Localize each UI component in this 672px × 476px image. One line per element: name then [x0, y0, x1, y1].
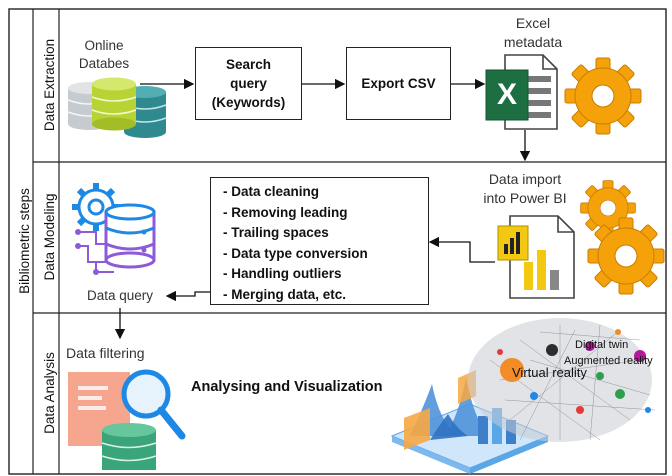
excel-label-line-1: Excel [515, 15, 551, 31]
query-database [104, 203, 156, 269]
import-label-line-1: Data import [488, 171, 562, 187]
data-query-label: Data query [86, 288, 154, 303]
network-label-augmented: Augmented reality [564, 355, 653, 367]
query-gear-icon [72, 183, 120, 231]
search-query-line-1: Search [225, 57, 271, 72]
step-item: - Data type conversion [223, 245, 368, 261]
search-query-line-2: query [230, 76, 267, 91]
cleaning-steps-box: - Data cleaning - Removing leading - Tra… [210, 177, 429, 305]
analysis-title: Analysing and Visualization [191, 379, 383, 395]
export-csv-label: Export CSV [361, 76, 436, 91]
outer-border [8, 8, 667, 475]
step-item: - Trailing spaces [223, 225, 329, 240]
search-query-box: Search query (Keywords) [195, 47, 302, 120]
search-query-line-3: (Keywords) [211, 95, 286, 110]
magnifier-icon [121, 369, 186, 440]
database-cylinder-green [91, 77, 137, 131]
excel-metadata-label: Excel metadata [488, 14, 578, 52]
import-label-line-2: into Power BI [483, 190, 567, 206]
step-item: - Merging data, etc. [223, 286, 347, 302]
step-item: - Removing leading [223, 204, 348, 220]
excel-label-line-2: metadata [503, 34, 563, 50]
step-item: - Data cleaning [223, 184, 320, 199]
filter-database [101, 423, 157, 470]
export-csv-box: Export CSV [346, 47, 451, 120]
data-import-label: Data import into Power BI [470, 170, 580, 208]
network-label-virtual: Virtual reality [512, 365, 587, 380]
data-filtering-label: Data filtering [66, 345, 145, 361]
network-graph [468, 318, 656, 442]
svg-text:X: X [497, 78, 517, 111]
arrow-import-to-steps [428, 236, 495, 263]
network-label-digital-twin: Digital twin [575, 339, 628, 351]
step-item: - Handling outliers [223, 266, 342, 281]
arrow-steps-to-query [165, 290, 210, 302]
online-databases-label: Online Databes [78, 38, 130, 71]
